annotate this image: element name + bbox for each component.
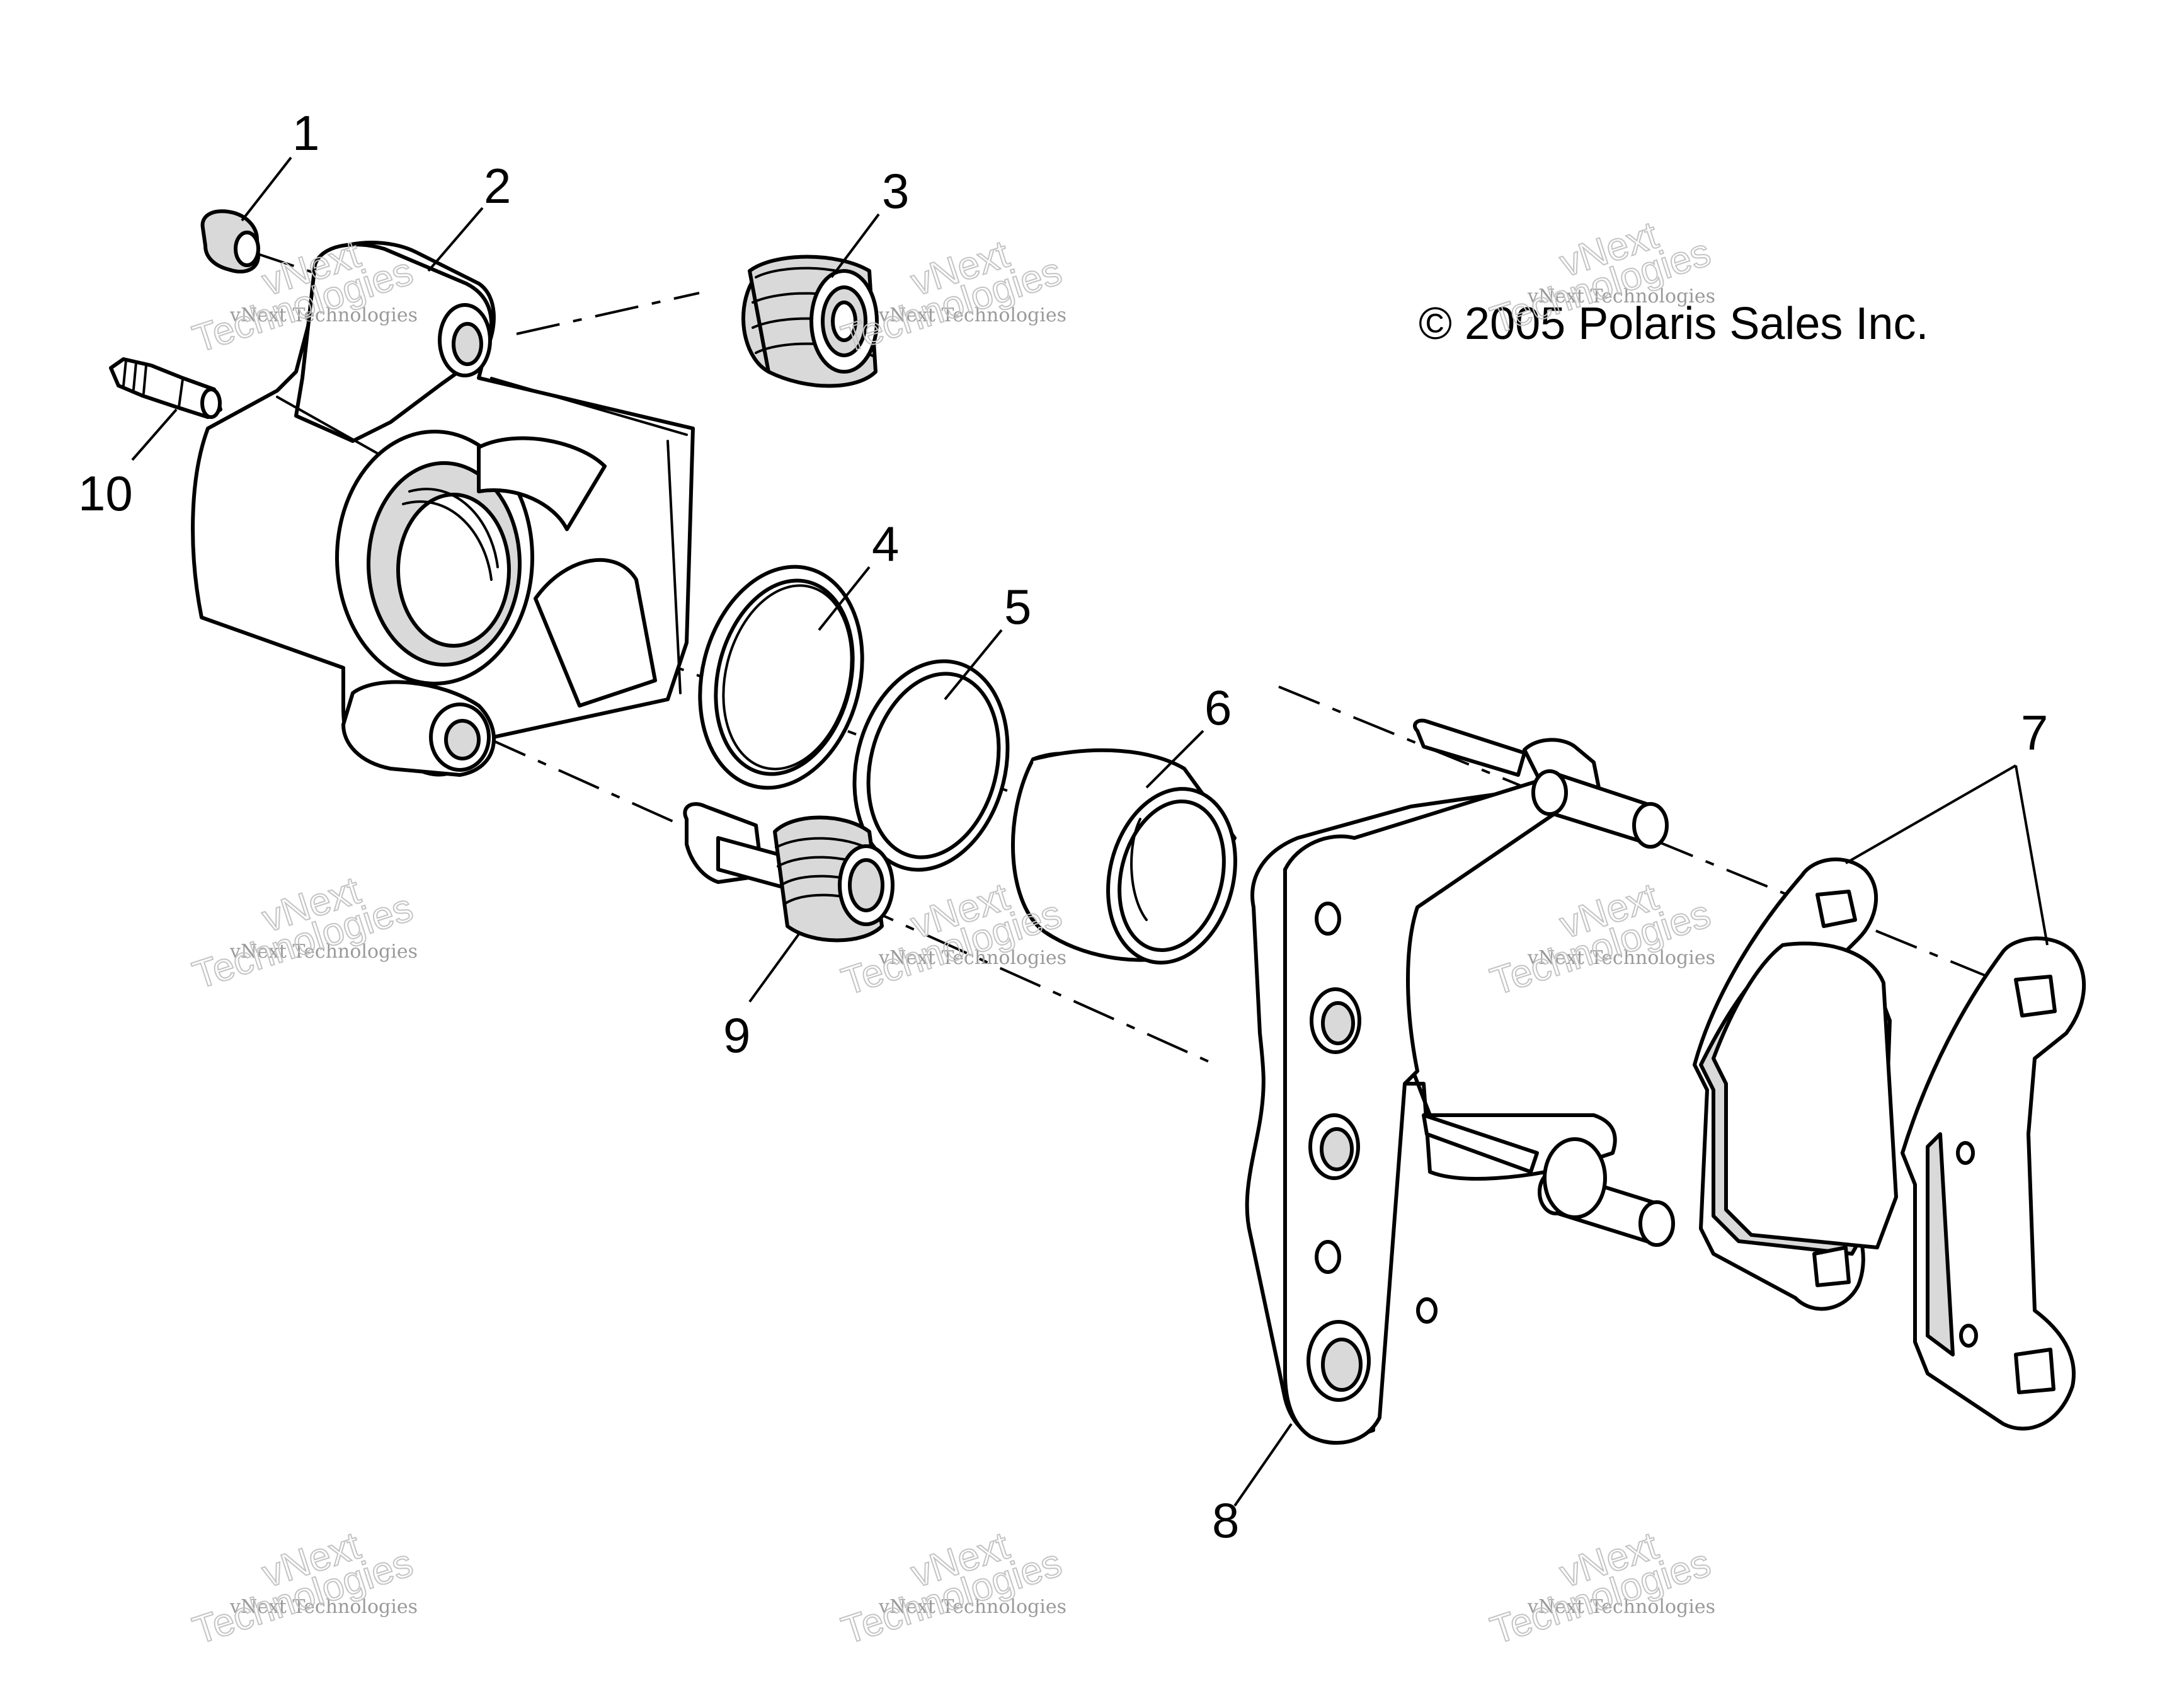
watermark-text: vNext Technologies	[229, 1596, 418, 1618]
callout-2: 2	[484, 158, 511, 214]
lower-pin-boot	[683, 802, 895, 943]
watermark-text: vNext Technologies	[878, 304, 1066, 326]
callout-labels: 1 2 3 4 5 6 7 8 9 10	[78, 105, 2048, 1548]
watermark-text: vNext Technologies	[1527, 285, 1715, 307]
watermark: vNext Technologies vNext Technologies	[1485, 1523, 1717, 1654]
caliper-bracket	[1245, 718, 1675, 1445]
copyright-notice: © 2005 Polaris Sales Inc.	[1419, 299, 1928, 349]
watermark-text: vNext Technologies	[1527, 1596, 1715, 1618]
watermark-text: vNext Technologies	[229, 304, 418, 326]
callout-4: 4	[872, 516, 899, 571]
watermark-text: vNext Technologies	[878, 1596, 1066, 1618]
brake-pad-outer	[1901, 936, 2086, 1431]
piston-seal	[698, 565, 864, 790]
watermark: vNext Technologies vNext Technologies	[187, 1523, 419, 1654]
brake-piston	[1011, 748, 1237, 965]
dust-seal	[852, 659, 1010, 872]
callout-3: 3	[882, 163, 909, 219]
upper-pin-boot	[741, 255, 879, 388]
watermark-text: vNext Technologies	[229, 941, 418, 963]
callout-8: 8	[1212, 1493, 1239, 1548]
callout-5: 5	[1004, 579, 1031, 634]
callout-6: 6	[1204, 680, 1232, 735]
brake-pad-inner	[1693, 857, 1898, 1311]
bleeder-cap	[200, 209, 260, 273]
watermark: vNext Technologies vNext Technologies	[1485, 875, 1717, 1005]
watermark-text: vNext Technologies	[878, 947, 1066, 969]
callout-7: 7	[2021, 705, 2048, 760]
watermark-text: vNext Technologies	[1527, 947, 1715, 969]
watermark: vNext Technologies vNext Technologies	[187, 868, 419, 999]
callout-1: 1	[292, 105, 319, 161]
caliper-body	[191, 241, 695, 777]
callout-10: 10	[78, 466, 133, 521]
callout-9: 9	[723, 1007, 750, 1063]
leader-lines	[131, 156, 2049, 1507]
bleeder-screw	[109, 357, 222, 419]
watermark: vNext Technologies vNext Technologies	[836, 1523, 1068, 1654]
